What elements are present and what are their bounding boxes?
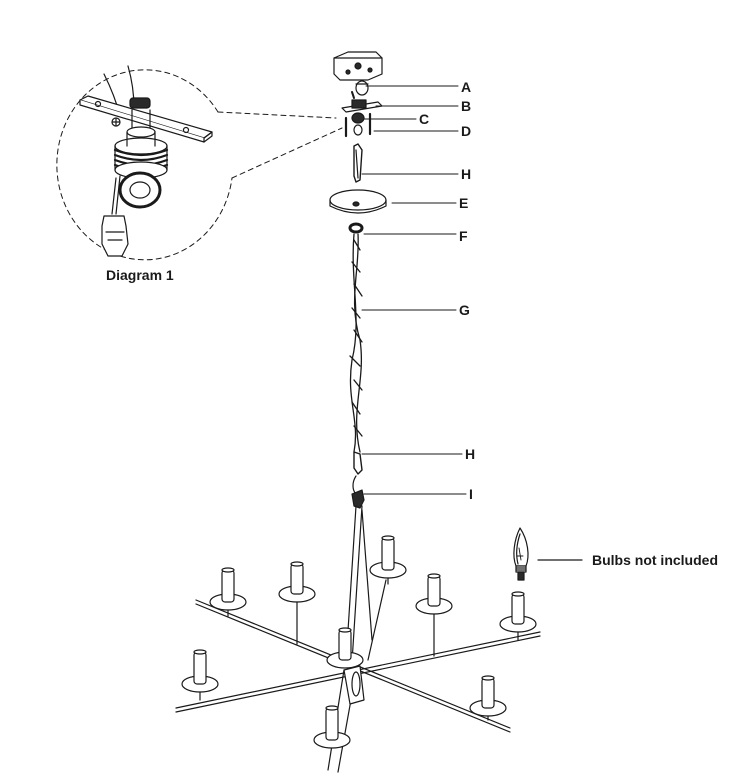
candle-1 — [209, 567, 247, 617]
diagram-1-inset — [56, 65, 343, 261]
label-h-lower: H — [465, 446, 476, 462]
candle-8 — [469, 675, 507, 721]
diagram-caption: Diagram 1 — [106, 267, 174, 283]
label-a: A — [461, 79, 472, 95]
part-c-collar — [351, 112, 365, 124]
candle-3 — [369, 535, 407, 585]
leader-lines — [361, 85, 467, 495]
candle-7 — [181, 649, 219, 701]
candle-4 — [415, 573, 453, 657]
label-h-upper: H — [461, 166, 472, 182]
label-d: D — [461, 123, 472, 139]
label-f: F — [459, 228, 468, 244]
ceiling-box — [333, 51, 383, 99]
candle-9 — [313, 705, 351, 749]
bulbs-note: Bulbs not included — [592, 552, 718, 568]
label-i: I — [469, 486, 473, 502]
bulb-icon — [513, 527, 529, 581]
part-i-loop — [351, 475, 365, 509]
candle-5 — [499, 591, 537, 641]
part-h-lower-link — [353, 451, 363, 475]
label-b: B — [461, 98, 472, 114]
label-g: G — [459, 302, 470, 318]
candle-6 — [326, 627, 364, 669]
part-h-upper-link — [353, 143, 363, 183]
chandelier-body — [175, 505, 541, 773]
part-d-screws — [344, 112, 372, 138]
part-e-canopy — [329, 189, 387, 214]
label-c: C — [419, 111, 430, 127]
label-e: E — [459, 195, 469, 211]
part-g-chain — [349, 233, 363, 453]
candle-2 — [278, 561, 316, 645]
part-f-ring — [348, 222, 364, 234]
